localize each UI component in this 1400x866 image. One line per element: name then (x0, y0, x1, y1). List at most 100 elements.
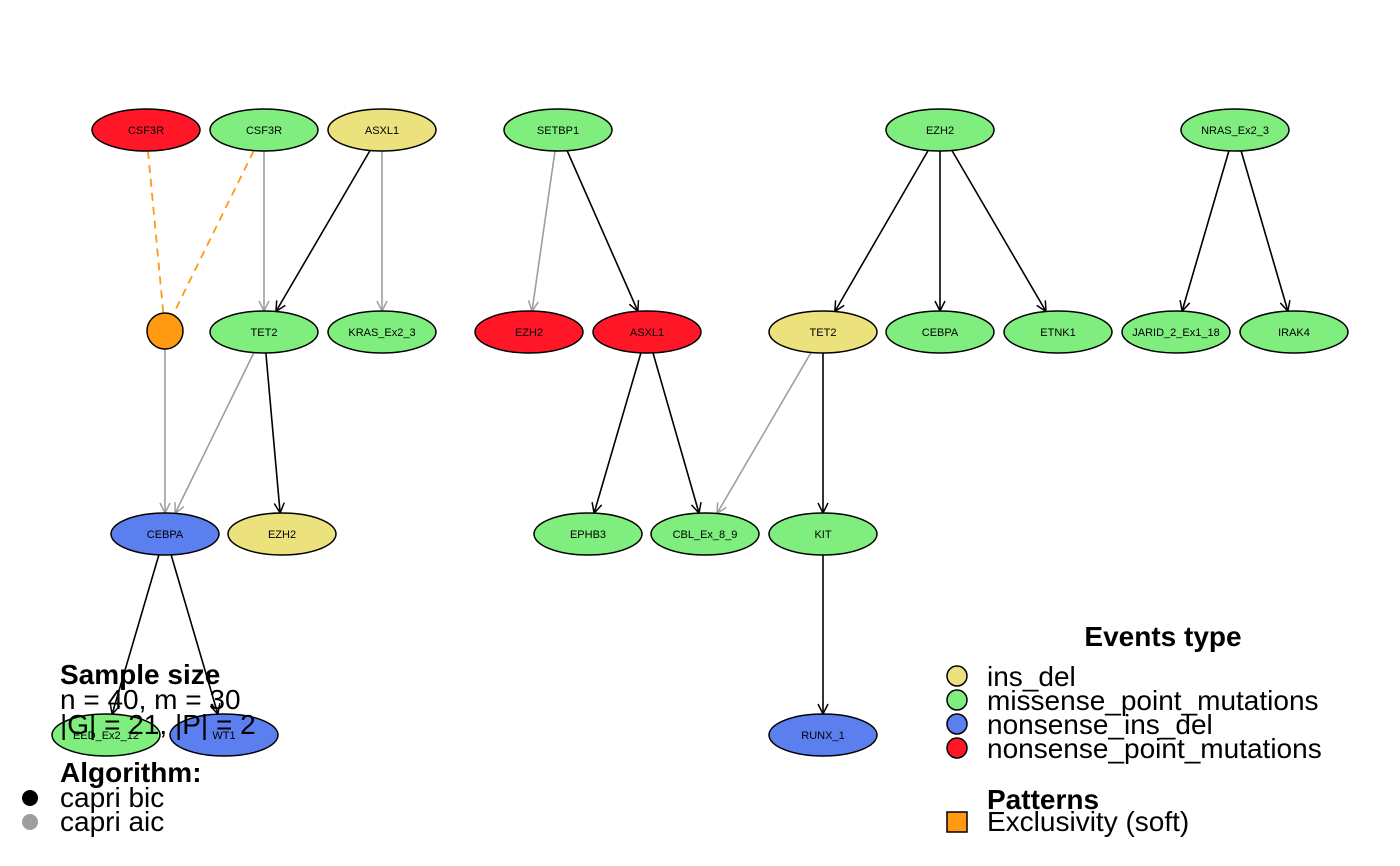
event-swatch-nonsense-point (946, 737, 968, 759)
node-label: ETNK1 (1040, 327, 1075, 339)
edge-cebpa-ni-to-wt1 (170, 554, 218, 714)
edge-nras-to-irak4 (1240, 150, 1288, 311)
node-cebpa[interactable]: CEBPA (885, 310, 995, 354)
edge-tet2-m-to-ezh2-id (265, 352, 280, 513)
node-label: SETBP1 (537, 125, 579, 137)
node-irak4[interactable]: IRAK4 (1239, 310, 1349, 354)
node-shape (1239, 310, 1349, 354)
node-label: ASXL1 (630, 327, 664, 339)
node-shape (768, 310, 878, 354)
node-label: WT1 (212, 730, 235, 742)
node-shape (1121, 310, 1231, 354)
node-ezh2[interactable]: EZH2 (885, 108, 995, 152)
node-label: EED_Ex2_12 (73, 730, 139, 742)
node-label: KIT (814, 529, 831, 541)
node-shape (209, 108, 319, 152)
node-label: KRAS_Ex2_3 (348, 327, 415, 339)
node-tet2[interactable]: TET2 (209, 310, 319, 354)
edge-ezh2-m-to-etnk1 (951, 150, 1046, 311)
node-shape (91, 108, 201, 152)
node-ephb3[interactable]: EPHB3 (533, 512, 643, 556)
sample-size-line-1: n = 40, m = 30 (60, 684, 241, 715)
node-label: CEBPA (922, 327, 959, 339)
pattern-node-exclusivity[interactable] (146, 312, 184, 350)
node-shape (503, 108, 613, 152)
node-setbp1[interactable]: SETBP1 (503, 108, 613, 152)
node-shape (885, 310, 995, 354)
node-tet2[interactable]: TET2 (768, 310, 878, 354)
event-swatch-missense (946, 689, 968, 711)
node-ezh2[interactable]: EZH2 (227, 512, 337, 556)
node-shape (1003, 310, 1113, 354)
node-kit[interactable]: KIT (768, 512, 878, 556)
node-shape (169, 713, 279, 757)
edge-ezh2-m-to-tet2-id (835, 150, 929, 311)
node-shape (592, 310, 702, 354)
node-label: IRAK4 (1278, 327, 1310, 339)
node-label: RUNX_1 (801, 730, 844, 742)
events-type-title: Events type (1084, 621, 1241, 652)
node-cebpa[interactable]: CEBPA (110, 512, 220, 556)
node-label: EZH2 (268, 529, 296, 541)
node-shape (110, 512, 220, 556)
node-ezh2[interactable]: EZH2 (474, 310, 584, 354)
node-shape (650, 512, 760, 556)
node-label: CSF3R (128, 125, 164, 137)
edge-setbp1-to-ezh2-np (532, 150, 556, 311)
node-label: EPHB3 (570, 529, 606, 541)
node-label: TET2 (810, 327, 837, 339)
edge-tet2-id-to-cbl (717, 352, 812, 513)
algorithm-bic-label: capri bic (60, 782, 164, 813)
node-label: EZH2 (515, 327, 543, 339)
edge-tet2-m-to-cebpa-ni (175, 352, 255, 514)
node-shape (768, 512, 878, 556)
event-swatch-nonsense-ins-del (946, 713, 968, 735)
algorithm-title: Algorithm: (60, 757, 202, 788)
node-shape (1180, 108, 1290, 152)
event-label-ins-del: ins_del (987, 661, 1076, 692)
edges-layer (112, 150, 1288, 714)
algorithm-aic-swatch (22, 814, 38, 830)
node-label: JARID_2_Ex1_18 (1132, 327, 1219, 339)
pattern-exclusivity-label: Exclusivity (soft) (987, 806, 1189, 837)
node-cbl-ex-8-9[interactable]: CBL_Ex_8_9 (650, 512, 760, 556)
edge-setbp1-to-asxl1-np (566, 150, 638, 312)
node-shape (327, 310, 437, 354)
node-eed-ex2-12[interactable]: EED_Ex2_12 (51, 713, 161, 757)
node-nras-ex2-3[interactable]: NRAS_Ex2_3 (1180, 108, 1290, 152)
node-csf3r[interactable]: CSF3R (209, 108, 319, 152)
node-csf3r[interactable]: CSF3R (91, 108, 201, 152)
legend-events: Events type ins_del missense_point_mutat… (946, 621, 1322, 837)
pattern-exclusivity-swatch (946, 811, 968, 833)
node-jarid-2-ex1-18[interactable]: JARID_2_Ex1_18 (1121, 310, 1231, 354)
node-label: EZH2 (926, 125, 954, 137)
node-label: CSF3R (246, 125, 282, 137)
node-shape (51, 713, 161, 757)
algorithm-aic-label: capri aic (60, 806, 164, 837)
edge-asxl1-np-to-cbl (652, 352, 699, 513)
node-asxl1[interactable]: ASXL1 (592, 310, 702, 354)
patterns-title: Patterns (987, 784, 1099, 815)
event-label-missense: missense_point_mutations (987, 685, 1319, 716)
node-label: ASXL1 (365, 125, 399, 137)
node-wt1[interactable]: WT1 (169, 713, 279, 757)
node-shape (227, 512, 337, 556)
sample-size-line-2: |G| = 21, |P| = 2 (60, 709, 256, 740)
node-kras-ex2-3[interactable]: KRAS_Ex2_3 (327, 310, 437, 354)
node-shape (146, 312, 184, 350)
node-shape (209, 310, 319, 354)
node-etnk1[interactable]: ETNK1 (1003, 310, 1113, 354)
edge-csf3r-m-to-xor (172, 150, 255, 316)
algorithm-bic-swatch (22, 790, 38, 806)
node-label: TET2 (251, 327, 278, 339)
node-label: CBL_Ex_8_9 (673, 529, 738, 541)
node-runx-1[interactable]: RUNX_1 (768, 713, 878, 757)
edge-nras-to-jarid (1182, 150, 1230, 311)
node-shape (885, 108, 995, 152)
node-label: NRAS_Ex2_3 (1201, 125, 1269, 137)
edge-asxl1-np-to-ephb3 (594, 352, 642, 513)
legend-sample: Sample size n = 40, m = 30 |G| = 21, |P|… (22, 659, 256, 837)
node-asxl1[interactable]: ASXL1 (327, 108, 437, 152)
